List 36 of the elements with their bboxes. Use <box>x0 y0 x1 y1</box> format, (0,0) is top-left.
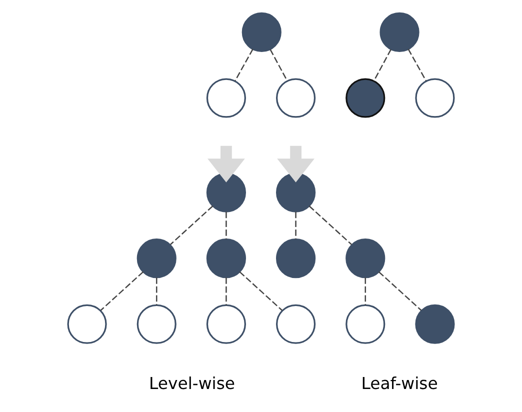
label: Leaf-wise <box>361 374 438 394</box>
connector <box>308 206 352 245</box>
node-circle <box>415 78 455 118</box>
node-circle <box>206 304 246 344</box>
connector <box>378 271 422 311</box>
node-circle <box>136 238 176 278</box>
arrow <box>208 146 245 182</box>
connector <box>295 212 296 240</box>
arrow <box>277 146 314 182</box>
node-circle <box>276 78 316 118</box>
node-circle <box>136 304 176 344</box>
connector <box>364 278 366 306</box>
node-circle <box>276 304 316 344</box>
node-circle <box>67 304 107 344</box>
connector <box>270 49 288 82</box>
node-circle <box>346 78 386 118</box>
node-circle <box>346 304 386 344</box>
node-circle <box>415 304 455 344</box>
node-circle <box>276 172 316 212</box>
node-circle <box>276 238 316 278</box>
connector <box>226 212 227 240</box>
connector <box>234 48 254 82</box>
connector <box>100 271 144 311</box>
node-circle <box>206 172 246 212</box>
node-circle <box>206 78 246 118</box>
label: Level-wise <box>149 374 236 394</box>
connector <box>408 48 427 82</box>
connector <box>373 49 392 82</box>
connector <box>239 271 282 311</box>
connector <box>226 278 227 306</box>
node-circle <box>242 12 282 52</box>
node-circle <box>346 238 386 278</box>
node-circle <box>380 12 420 52</box>
connector <box>170 206 214 245</box>
connector <box>156 278 158 306</box>
node-circle <box>206 238 246 278</box>
